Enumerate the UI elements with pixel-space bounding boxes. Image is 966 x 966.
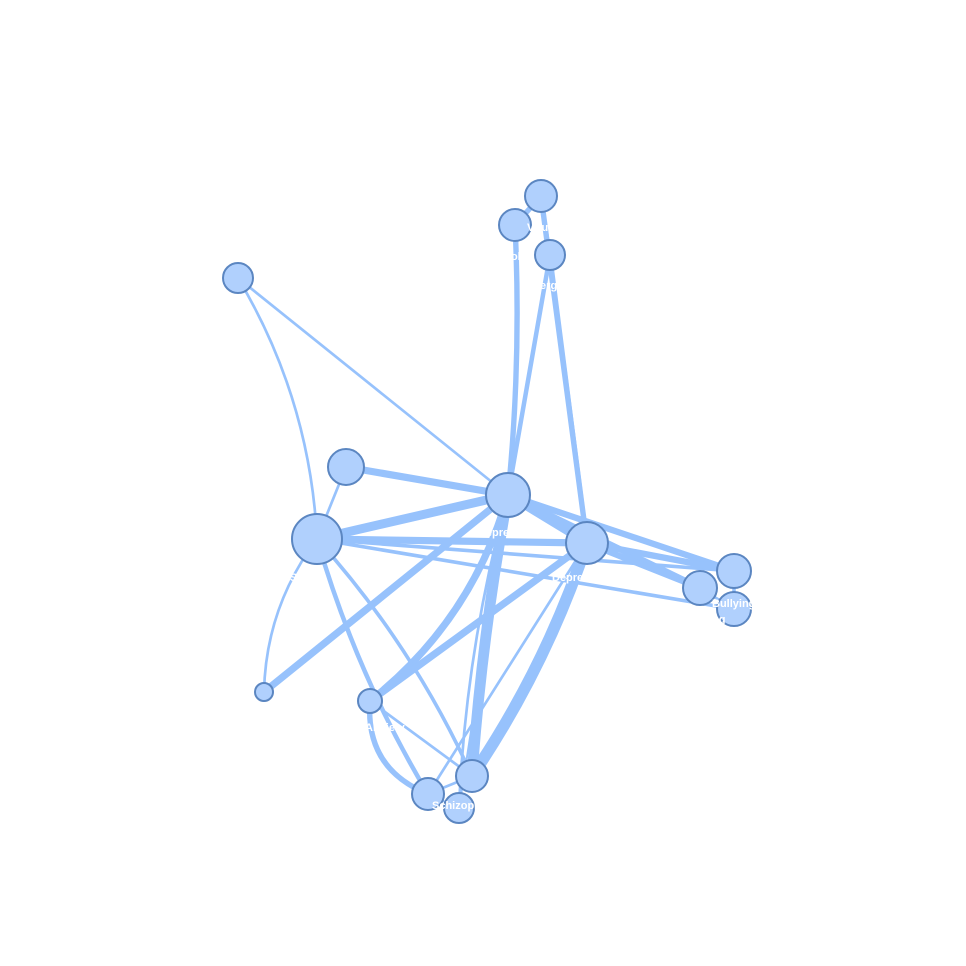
node-label-depressive: Depressive — [552, 572, 611, 584]
edge-depression-cold — [505, 222, 520, 498]
edge-depressive-anxiety — [366, 539, 591, 705]
edge-depression-bullying — [504, 491, 738, 575]
node-label-cold: Cold — [503, 251, 527, 263]
node-label-bullying: Bullying — [712, 598, 755, 610]
edge-stress-schizophrenia — [314, 536, 431, 797]
edge-depression-n_midleft — [342, 463, 512, 499]
edge-stress-n_topleft — [236, 276, 319, 541]
edge-layer — [236, 193, 738, 810]
node-label-schizophrenia: Schizophrenia — [432, 800, 508, 812]
node-label-anxiety: Anxiety — [365, 722, 406, 734]
edge-depressive-schizo_a — [466, 537, 593, 782]
node-virus[interactable] — [524, 179, 558, 213]
node-layer[interactable] — [222, 179, 752, 824]
node-n_midleft[interactable] — [327, 448, 365, 486]
edge-depression-n_topleft — [236, 276, 510, 497]
node-label-stress: Stress — [290, 572, 324, 584]
node-n_small_left[interactable] — [254, 682, 274, 702]
node-schizophrenia[interactable] — [411, 777, 445, 811]
edge-depression-allergy — [505, 252, 553, 498]
node-allergy[interactable] — [534, 239, 566, 271]
node-depressive[interactable] — [565, 521, 609, 565]
node-n_right_b[interactable] — [716, 591, 752, 627]
node-bullying[interactable] — [716, 553, 752, 589]
edge-stress-n_right_b — [315, 537, 736, 611]
node-stress[interactable] — [291, 513, 343, 565]
node-n_topleft[interactable] — [222, 262, 254, 294]
node-label-allergy: Allergy — [526, 280, 564, 292]
node-anxiety[interactable] — [357, 688, 383, 714]
node-n_bottom[interactable] — [443, 792, 475, 824]
node-n_right_a[interactable] — [682, 570, 718, 606]
node-label-depression: Depression — [478, 527, 538, 539]
edge-depressive-allergy — [547, 252, 590, 546]
edge-depression-n_small_left — [260, 491, 512, 696]
node-schizo_a[interactable] — [455, 759, 489, 793]
edge-stress-depressive — [313, 535, 591, 547]
node-depression[interactable] — [485, 472, 531, 518]
edge-depressive-schizophrenia — [426, 541, 589, 796]
node-cold[interactable] — [498, 208, 532, 242]
node-label-virus: Virus — [527, 222, 554, 234]
edge-stress-schizo_a — [315, 537, 474, 778]
node-label-n_right_b: ng — [712, 614, 725, 626]
edge-stress-bullying — [315, 537, 736, 573]
